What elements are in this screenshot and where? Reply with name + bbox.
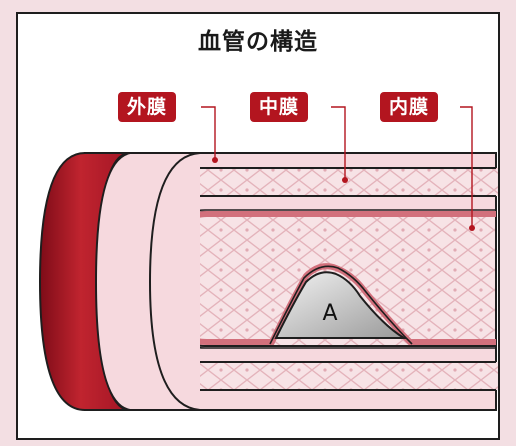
middle-membrane-label: 中膜 [250,92,309,122]
middle-membrane-leader [331,106,346,178]
inner-membrane-leader [460,106,473,226]
outer-membrane-leader [201,106,216,158]
plaque [274,271,408,339]
diagram-title: 血管の構造 [198,29,318,55]
vessel-media [190,168,498,390]
plaque-label: A [322,301,337,326]
outer-membrane-label: 外膜 [118,92,177,122]
inner-membrane-label: 内膜 [380,92,439,122]
